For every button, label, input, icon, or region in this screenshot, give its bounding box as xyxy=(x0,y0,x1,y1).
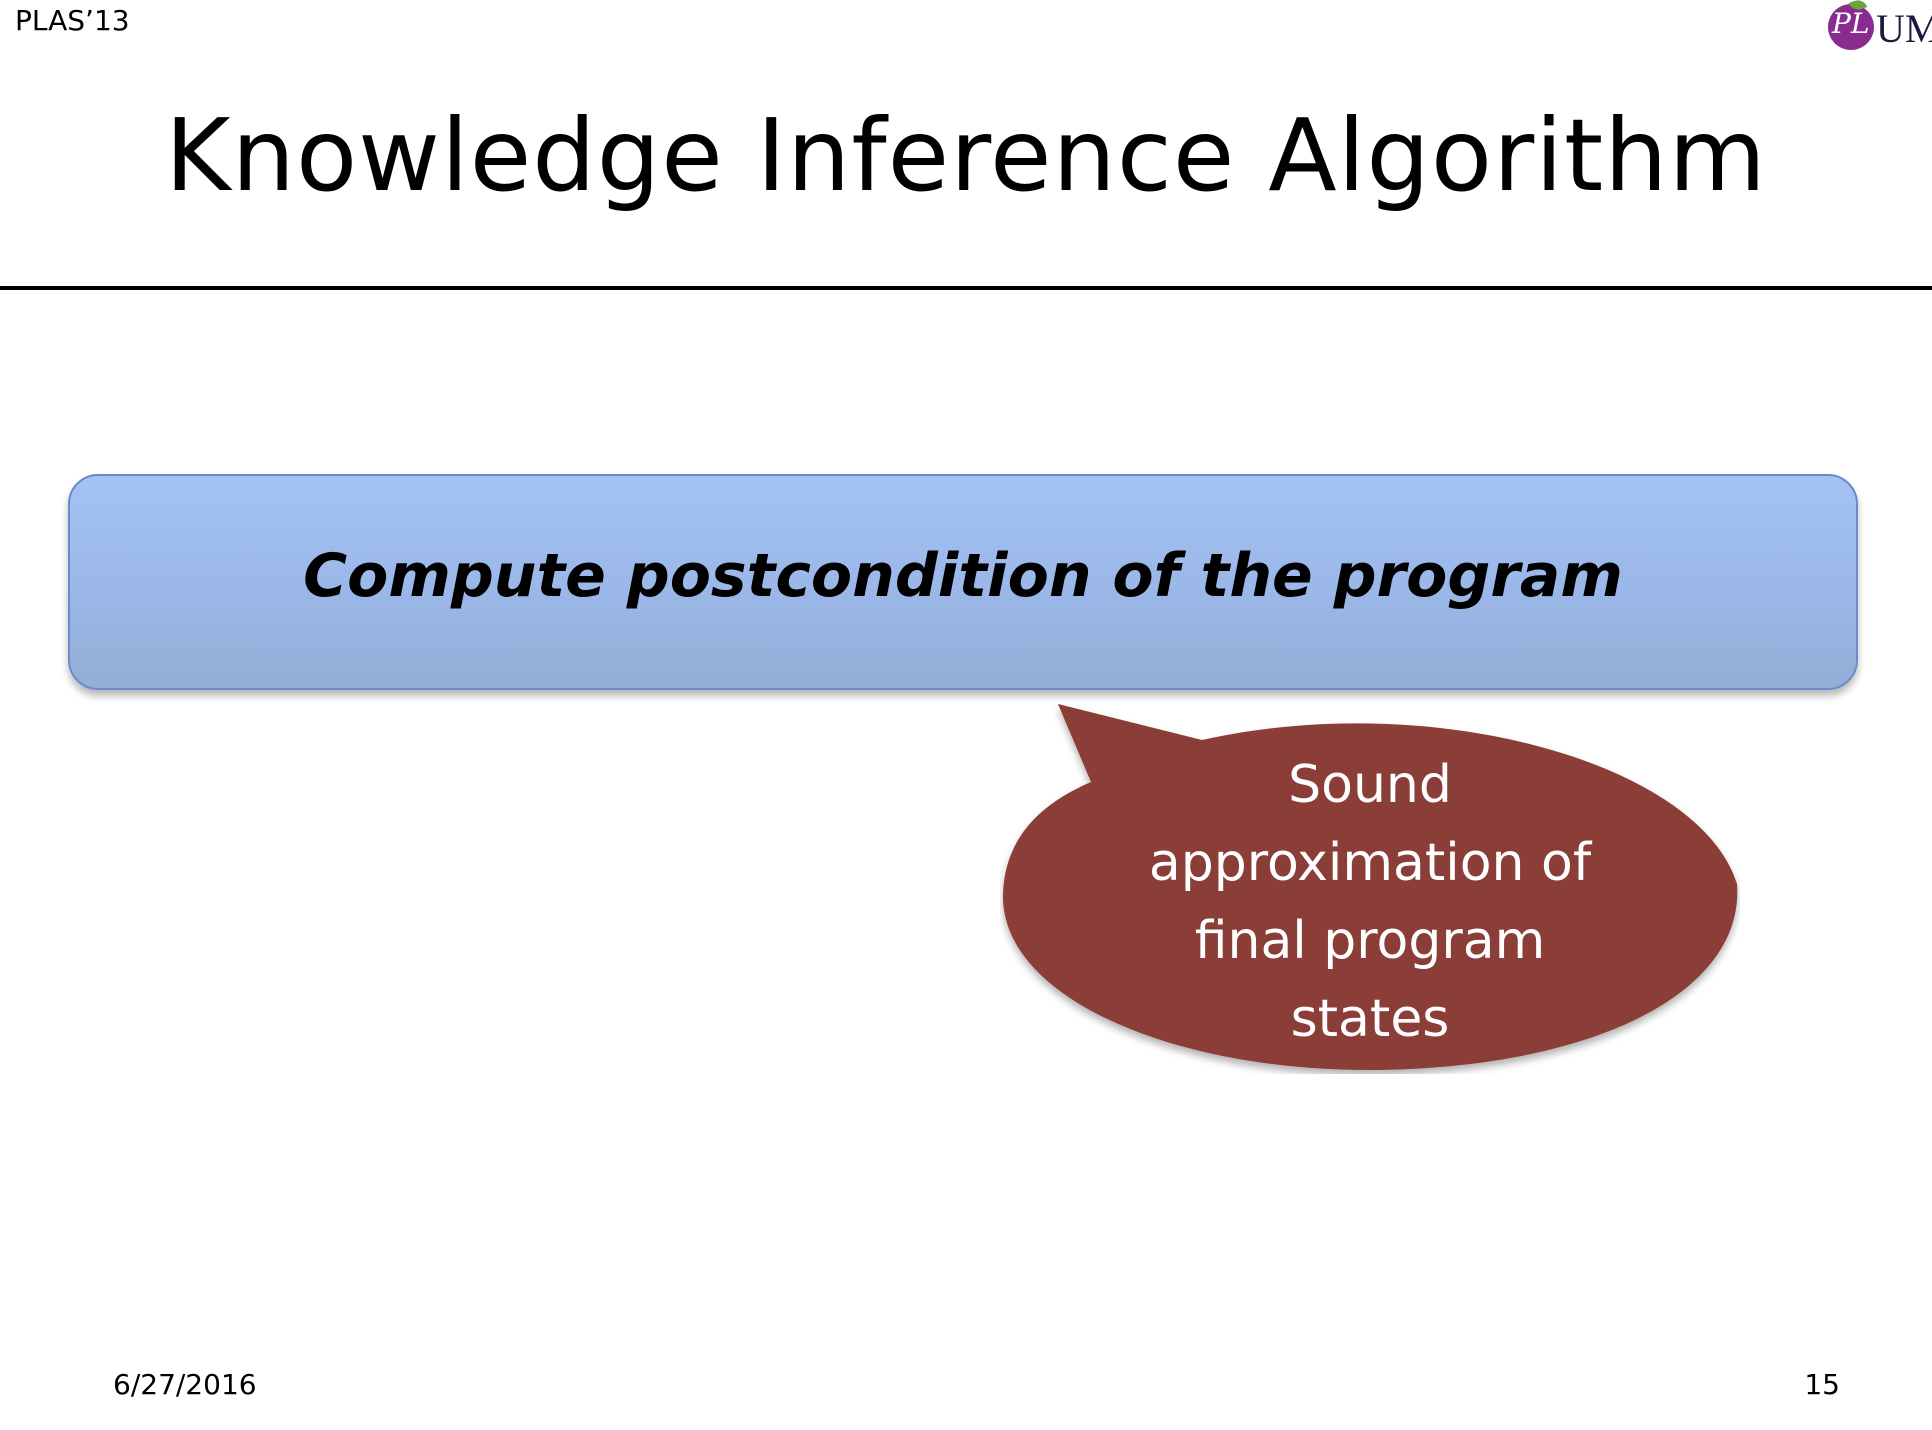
logo-text: UM xyxy=(1876,6,1932,51)
page-number: 15 xyxy=(1804,1368,1840,1401)
slide-title: Knowledge Inference Algorithm xyxy=(165,97,1767,214)
conference-label: PLAS’13 xyxy=(15,4,130,37)
callout-line-1: Sound xyxy=(1288,755,1452,815)
callout-line-3: final program xyxy=(1194,911,1546,971)
speech-bubble-callout: Sound approximation of final program sta… xyxy=(1000,704,1740,1074)
footer-date: 6/27/2016 xyxy=(113,1368,257,1401)
banner-text: Compute postcondition of the program xyxy=(303,541,1623,611)
logo-circle xyxy=(1828,4,1874,50)
speech-bubble-shape xyxy=(1002,704,1738,1070)
speech-bubble-path xyxy=(1002,704,1738,1070)
title-divider xyxy=(0,286,1932,290)
callout-line-4: states xyxy=(1290,989,1450,1049)
logo-mark: PL xyxy=(1832,7,1870,40)
callout-text: Sound approximation of final program sta… xyxy=(1095,746,1645,1058)
callout-line-2: approximation of xyxy=(1148,833,1592,893)
pl-um-logo-icon: PL UM xyxy=(1824,0,1932,56)
postcondition-banner: Compute postcondition of the program xyxy=(68,474,1858,690)
